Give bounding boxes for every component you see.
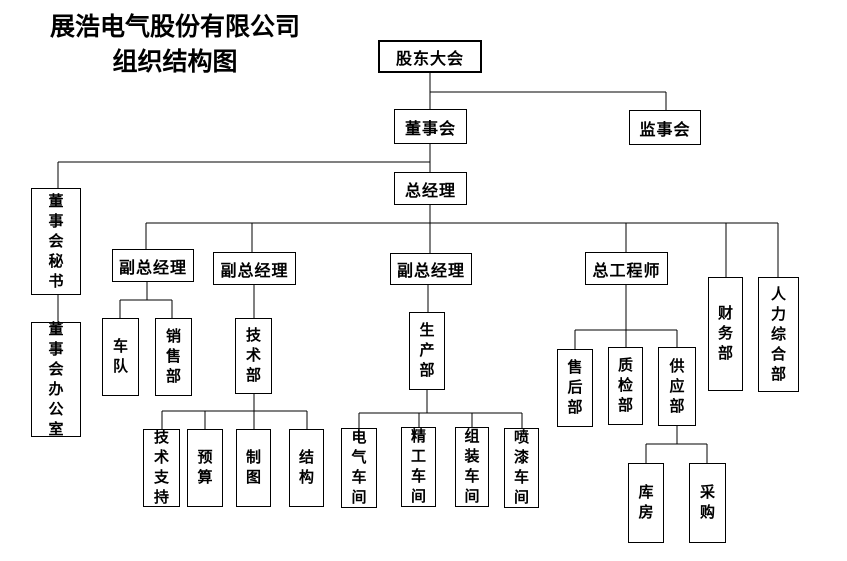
org-node-shareholders-meeting: 股东大会 bbox=[378, 40, 482, 73]
node-label: 制图 bbox=[245, 449, 261, 486]
org-node-deputy-gm-3: 副总经理 bbox=[390, 253, 472, 285]
org-node-assembly-workshop: 组装车间 bbox=[455, 427, 489, 507]
node-label: 董事会秘书 bbox=[48, 192, 64, 290]
node-label: 售后部 bbox=[567, 359, 583, 416]
org-node-structure: 结构 bbox=[289, 429, 324, 507]
org-node-supervisory-board: 监事会 bbox=[629, 110, 701, 145]
node-label: 精工车间 bbox=[410, 428, 426, 505]
node-label: 董事会办公室 bbox=[48, 320, 64, 438]
org-node-purchasing: 采购 bbox=[689, 463, 726, 543]
org-node-budget: 预算 bbox=[187, 429, 223, 507]
node-label: 财务部 bbox=[717, 305, 733, 362]
node-label: 组装车间 bbox=[464, 428, 480, 505]
org-node-electrical-workshop: 电气车间 bbox=[341, 428, 377, 508]
org-node-after-sales-dept: 售后部 bbox=[557, 349, 593, 427]
node-label: 质检部 bbox=[617, 357, 633, 414]
org-node-painting-workshop: 喷漆车间 bbox=[504, 428, 539, 508]
node-label: 车队 bbox=[112, 338, 128, 375]
org-node-board-secretary: 董事会秘书 bbox=[31, 188, 81, 295]
node-label: 库房 bbox=[638, 484, 654, 521]
org-node-fleet: 车队 bbox=[102, 318, 139, 396]
org-node-technical-dept: 技术部 bbox=[235, 318, 272, 394]
chart-title: 展浩电气股份有限公司 组织结构图 bbox=[30, 10, 320, 80]
org-node-quality-inspection-dept: 质检部 bbox=[608, 347, 643, 425]
org-node-deputy-gm-1: 副总经理 bbox=[112, 249, 194, 282]
company-name: 展浩电气股份有限公司 bbox=[49, 13, 300, 41]
org-node-production-dept: 生产部 bbox=[409, 312, 445, 390]
org-node-hr-general-dept: 人力综合部 bbox=[758, 277, 799, 392]
chart-subtitle: 组织结构图 bbox=[112, 48, 238, 76]
node-label: 技术部 bbox=[245, 327, 261, 384]
org-node-deputy-gm-2: 副总经理 bbox=[213, 252, 296, 285]
org-node-finance-dept: 财务部 bbox=[708, 277, 743, 391]
org-node-general-manager: 总经理 bbox=[394, 172, 467, 205]
org-node-board-of-directors: 董事会 bbox=[394, 109, 467, 144]
org-node-drafting: 制图 bbox=[236, 429, 271, 507]
node-label: 电气车间 bbox=[351, 429, 367, 506]
node-label: 喷漆车间 bbox=[513, 429, 529, 506]
org-node-sales-dept: 销售部 bbox=[155, 318, 192, 396]
org-node-chief-engineer: 总工程师 bbox=[585, 252, 668, 285]
node-label: 结构 bbox=[298, 449, 314, 486]
org-node-board-office: 董事会办公室 bbox=[31, 320, 81, 438]
node-label: 采购 bbox=[699, 484, 715, 521]
org-node-supply-dept: 供应部 bbox=[658, 347, 696, 426]
node-label: 技术支持 bbox=[153, 429, 169, 506]
org-node-warehouse: 库房 bbox=[628, 463, 664, 543]
node-label: 供应部 bbox=[669, 357, 685, 415]
node-label: 预算 bbox=[197, 449, 213, 486]
org-node-tech-support: 技术支持 bbox=[143, 429, 180, 507]
node-label: 人力综合部 bbox=[770, 285, 786, 383]
org-node-precision-workshop: 精工车间 bbox=[401, 427, 436, 507]
node-label: 生产部 bbox=[419, 322, 435, 379]
node-label: 销售部 bbox=[165, 328, 181, 385]
